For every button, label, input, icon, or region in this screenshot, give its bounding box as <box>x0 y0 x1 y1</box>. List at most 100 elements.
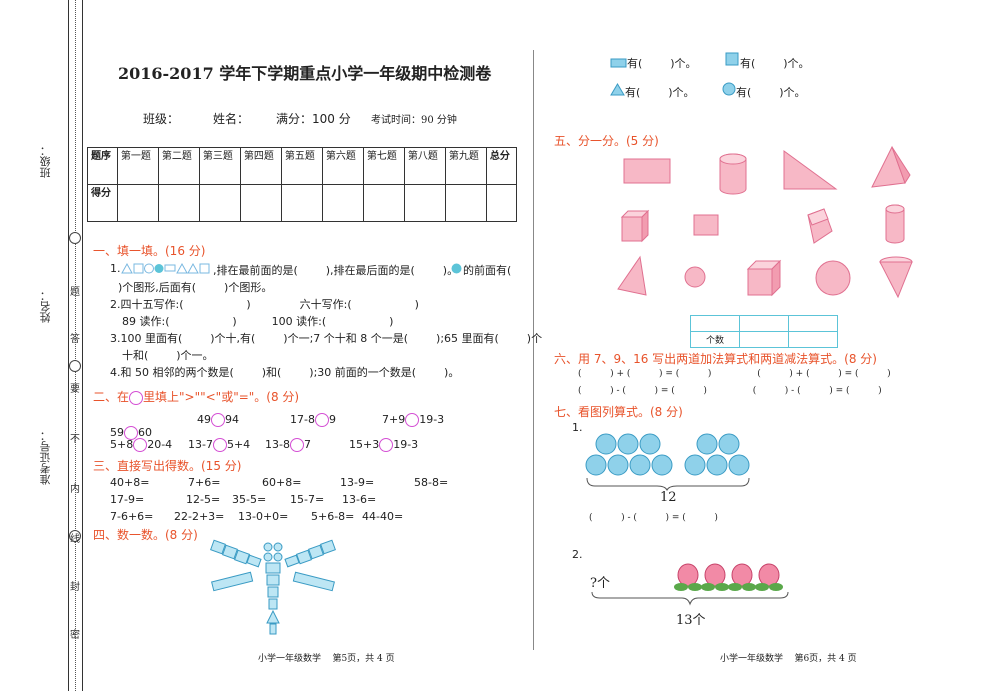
calc-item: 13-0+0= <box>238 510 289 523</box>
score-cell[interactable] <box>280 184 323 222</box>
shape-sequence-icon <box>121 262 210 274</box>
circle-count-text: 有( )个。 <box>736 86 806 99</box>
table-cell: 第七题 <box>362 147 405 185</box>
calc-item: 17-9= <box>110 493 145 506</box>
footer-right: 小学一年级数学 第6页，共 4 页 <box>720 654 857 664</box>
section-6-heading: 六、用 7、9、16 写出两道加法算式和两道减法算式。(8 分) <box>554 352 877 366</box>
table-cell: 第二题 <box>157 147 200 185</box>
seal-char: 题 <box>70 287 80 298</box>
calc-item: 35-5= <box>232 493 267 506</box>
q4-line: 4.和 50 相邻的两个数是( )和( );30 前面的一个数是( )。 <box>110 366 460 379</box>
exam-time: 考试时间：90 分钟 <box>371 115 457 126</box>
exam-no-label-margin: 准考证号： <box>39 430 52 485</box>
q1-text-a: ,排在最前面的是( ),排在最后面的是( )。 <box>213 264 459 277</box>
q1-text-b: 的前面有( <box>463 264 512 277</box>
compare-blank[interactable] <box>314 413 329 427</box>
margin-line-left <box>68 0 69 691</box>
table-cell: 得分 <box>87 184 118 222</box>
score-table: 题序 第一题 第二题 第三题 第四题 第五题 第六题 第七题 第八题 第九题 总… <box>87 147 518 222</box>
calc-item: 40+8= <box>110 476 150 489</box>
score-cell[interactable] <box>239 184 282 222</box>
section-5-heading: 五、分一分。(5 分) <box>554 134 659 148</box>
score-cell[interactable] <box>321 184 364 222</box>
compare-blank[interactable] <box>405 413 420 427</box>
q2-line-b: 89 读作:( ) 100 读作:( ) <box>122 315 394 328</box>
seal-char: 线 <box>70 534 80 545</box>
score-cell[interactable] <box>362 184 405 222</box>
seal-char: 要 <box>70 384 80 395</box>
rect-count-text: 有( )个。 <box>627 57 697 70</box>
section-7-heading: 七、看图列算式。(8 分) <box>554 405 683 419</box>
blue-circles-group <box>585 433 750 492</box>
table-row: 个数 <box>690 331 838 348</box>
table-cell: 第九题 <box>444 147 487 185</box>
footer-left: 小学一年级数学 第5页，共 4 页 <box>258 654 395 664</box>
count-cell[interactable] <box>690 315 740 332</box>
count-cell[interactable] <box>788 315 838 332</box>
table-cell: 第一题 <box>116 147 159 185</box>
seal-circle <box>69 530 81 542</box>
circle-icon <box>722 82 736 96</box>
name-label-margin: 姓名： <box>39 290 52 323</box>
table-cell: 第五题 <box>280 147 323 185</box>
total-brace <box>591 591 789 606</box>
seal-char: 内 <box>70 484 80 495</box>
calc-item: 13-6= <box>342 493 377 506</box>
table-cell: 题序 <box>87 147 118 185</box>
calc-item: 12-5= <box>186 493 221 506</box>
q7-2-unknown: ?个 <box>590 576 610 591</box>
class-label-margin: 班级： <box>39 145 52 178</box>
q3-line-a: 3.100 里面有( )个十,有( )个一;7 个十和 8 个一是( );65 … <box>110 332 543 345</box>
compare-blank[interactable] <box>211 413 225 427</box>
compare-blank[interactable] <box>212 438 227 452</box>
score-cell[interactable] <box>444 184 487 222</box>
compare-blank[interactable] <box>133 438 148 452</box>
calc-item: 7+6= <box>188 476 221 489</box>
solid-shapes-group <box>617 145 913 299</box>
section-1-heading: 一、填一填。(16 分) <box>93 244 206 258</box>
triangle-count-text: 有( )个。 <box>625 86 695 99</box>
section-4-heading: 四、数一数。(8 分) <box>93 528 198 542</box>
section-2-heading: 二、在里填上">""<"或"="。(8 分) <box>93 388 299 405</box>
score-cell[interactable] <box>116 184 159 222</box>
table-cell: 第六题 <box>321 147 364 185</box>
score-cell[interactable] <box>198 184 241 222</box>
count-cell[interactable] <box>739 331 789 348</box>
calc-item: 13-9= <box>340 476 375 489</box>
count-cell[interactable] <box>788 331 838 348</box>
dragonfly-shapes-icon <box>210 539 336 635</box>
calc-item: 60+8= <box>262 476 302 489</box>
q7-1-number: 1. <box>572 421 583 434</box>
dot-icon <box>451 263 462 274</box>
score-cell[interactable] <box>403 184 446 222</box>
peach-icon <box>674 563 702 591</box>
equation-line-1: ( ) + ( ) = ( ) ( ) + ( ) = ( ) <box>578 369 891 379</box>
page-title: 2016-2017 学年下学期重点小学一年级期中检测卷 <box>118 64 492 83</box>
seal-char: 不 <box>70 434 80 445</box>
calc-item: 7-6+6= <box>110 510 154 523</box>
count-label: 个数 <box>690 331 740 348</box>
count-cell[interactable] <box>739 315 789 332</box>
score-cell[interactable] <box>157 184 200 222</box>
compare-blank[interactable] <box>124 426 138 440</box>
q3-line-b: 十和( )个一。 <box>122 349 214 362</box>
triangle-icon <box>610 83 625 96</box>
calc-item: 15-7= <box>290 493 325 506</box>
seal-dotted-line <box>75 0 76 691</box>
table-cell: 第四题 <box>239 147 282 185</box>
compare-blank[interactable] <box>379 438 394 452</box>
seal-char: 封 <box>70 582 80 593</box>
score-cell[interactable] <box>485 184 518 222</box>
square-icon <box>725 52 739 66</box>
rectangle-icon <box>610 58 627 68</box>
calc-item: 58-8= <box>414 476 449 489</box>
equation-line-2: ( ) - ( ) = ( ) ( ) - ( ) = ( ) <box>578 386 882 396</box>
peaches-group <box>674 563 783 591</box>
compare-blank[interactable] <box>289 438 304 452</box>
